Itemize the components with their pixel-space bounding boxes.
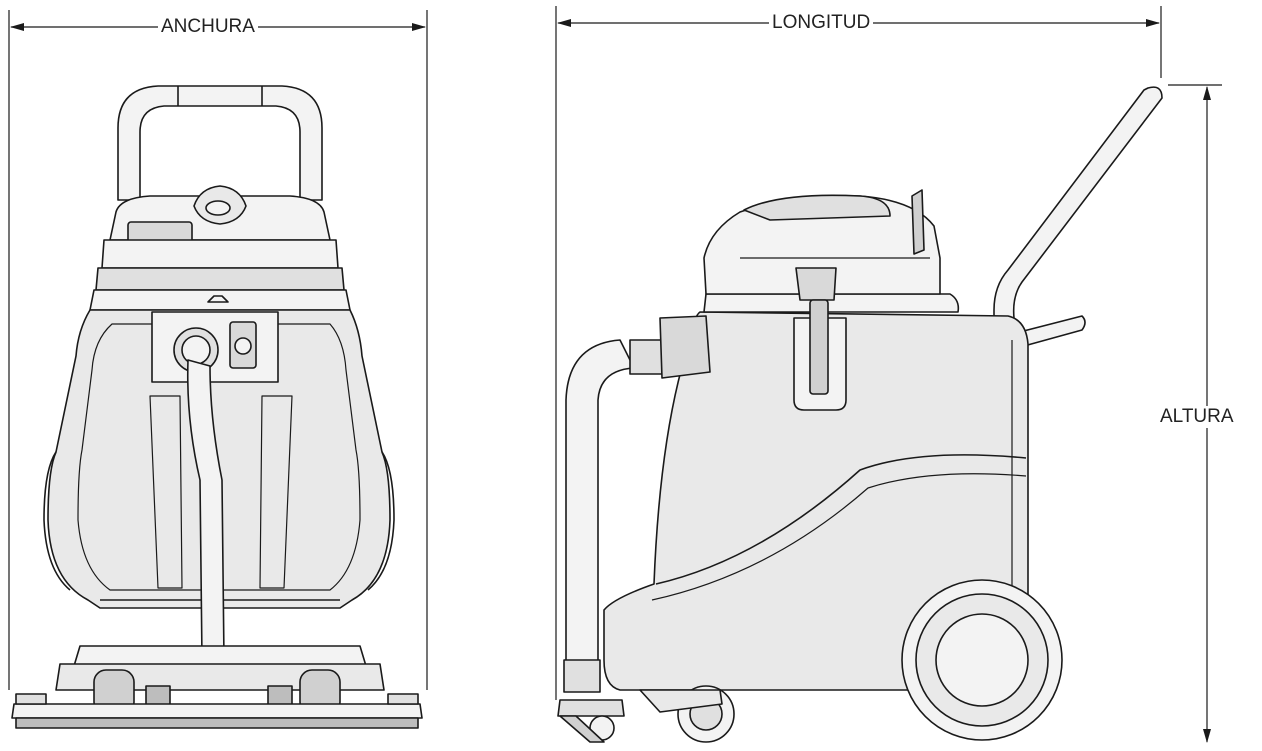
front-squeegee: [11, 703, 423, 719]
length-label: LONGITUD: [769, 12, 874, 34]
front-base: [73, 645, 367, 667]
side-squeegee: [557, 699, 625, 717]
side-lid: [703, 293, 960, 313]
front-handle: [117, 85, 323, 201]
height-label: ALTURA: [1157, 406, 1237, 428]
side-latch: [795, 267, 837, 301]
side-view: [557, 86, 1163, 743]
side-handle: [993, 86, 1163, 331]
width-label: ANCHURA: [158, 16, 258, 38]
front-view: [11, 85, 423, 729]
